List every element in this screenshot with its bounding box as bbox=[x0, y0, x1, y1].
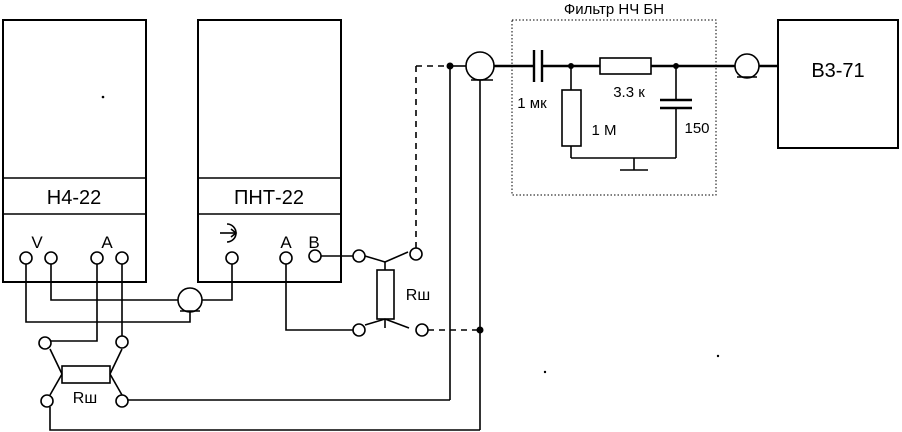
shunt-right-label: Rш bbox=[406, 287, 430, 304]
junction-bottom bbox=[476, 326, 484, 334]
wire-coax-to-pnt-input bbox=[202, 264, 233, 301]
shunt-right-terminal-3 bbox=[352, 323, 366, 337]
v3-71-label: В3-71 bbox=[811, 60, 864, 82]
pnt-22-terminal-b-label: B bbox=[308, 233, 319, 252]
instrument-n4-22: Н4-22 V A bbox=[2, 19, 147, 283]
shunt-left-label: Rш bbox=[73, 390, 97, 407]
v3-71-body bbox=[777, 19, 899, 149]
lowpass-filter: Фильтр НЧ БН 1 мк 3.3 к 1 М 150 bbox=[494, 1, 735, 196]
shunt-left-terminal-4 bbox=[115, 394, 129, 408]
shunt-right: Rш bbox=[364, 251, 430, 329]
pnt-22-terminal-b bbox=[308, 249, 322, 263]
capacitor-c1-label: 1 мк bbox=[517, 95, 547, 112]
n4-22-terminal-a2 bbox=[115, 251, 129, 265]
shunt-left-terminal-3 bbox=[40, 394, 54, 408]
n4-22-terminal-v1 bbox=[19, 251, 33, 265]
shunt-right-terminal-4 bbox=[415, 323, 429, 337]
wire-pnt-a-to-shunt bbox=[285, 264, 353, 331]
pnt-22-terminal-a-label: A bbox=[280, 233, 292, 252]
resistor-r1-label: 3.3 к bbox=[613, 84, 645, 101]
n4-22-label: Н4-22 bbox=[47, 187, 101, 209]
n4-22-terminal-v2 bbox=[44, 251, 58, 265]
n4-22-speck bbox=[101, 95, 105, 99]
shunt-left-terminal-1 bbox=[38, 336, 52, 350]
ground-symbol bbox=[620, 158, 648, 171]
wire-n4-v-return bbox=[25, 264, 191, 323]
pnt-22-input-symbol bbox=[220, 223, 238, 243]
shunt-right-terminal-2 bbox=[409, 247, 423, 261]
n4-22-terminal-v-label: V bbox=[31, 233, 43, 252]
shunt-right-terminal-1 bbox=[352, 249, 366, 263]
coax-connector-filter-input bbox=[465, 51, 495, 81]
n4-22-terminal-a1 bbox=[90, 251, 104, 265]
instrument-v3-71: В3-71 bbox=[777, 19, 899, 149]
terminals bbox=[19, 247, 429, 408]
capacitor-c2-label: 150 bbox=[684, 120, 709, 137]
pnt-22-body bbox=[197, 19, 342, 283]
coax-connector-n4-pnt bbox=[177, 287, 203, 313]
shunt-left-resistor bbox=[61, 365, 111, 384]
pnt-22-label: ПНТ-22 bbox=[234, 187, 304, 209]
wire-n4-v-to-coax bbox=[50, 264, 178, 301]
filter-title: Фильтр НЧ БН bbox=[564, 1, 664, 18]
speck-1 bbox=[543, 370, 547, 374]
capacitor-c1 bbox=[532, 50, 544, 82]
wire-n4-a1-to-shunt bbox=[50, 264, 98, 342]
wire-shunt-left-to-signal bbox=[49, 407, 480, 431]
resistor-r1 bbox=[599, 57, 652, 75]
pnt-22-terminal-input bbox=[225, 251, 239, 265]
n4-22-terminal-a-label: A bbox=[101, 233, 113, 252]
n4-22-body bbox=[2, 19, 147, 283]
capacitor-c2 bbox=[660, 98, 692, 110]
resistor-r2-label: 1 М bbox=[591, 122, 616, 139]
instrument-pnt-22: ПНТ-22 A B bbox=[197, 19, 342, 283]
pnt-22-terminal-a bbox=[279, 251, 293, 265]
shunt-right-resistor bbox=[376, 269, 395, 320]
speck-2 bbox=[716, 354, 720, 358]
shunt-left: Rш bbox=[49, 348, 123, 407]
shunt-left-terminal-2 bbox=[115, 335, 129, 349]
resistor-r2 bbox=[561, 89, 582, 147]
coax-connector-filter-output bbox=[734, 53, 760, 79]
filter-enclosure bbox=[511, 19, 717, 196]
